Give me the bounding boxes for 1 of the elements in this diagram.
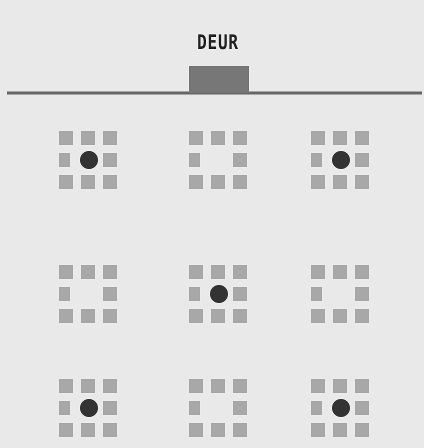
door-label: DEUR (196, 30, 240, 54)
